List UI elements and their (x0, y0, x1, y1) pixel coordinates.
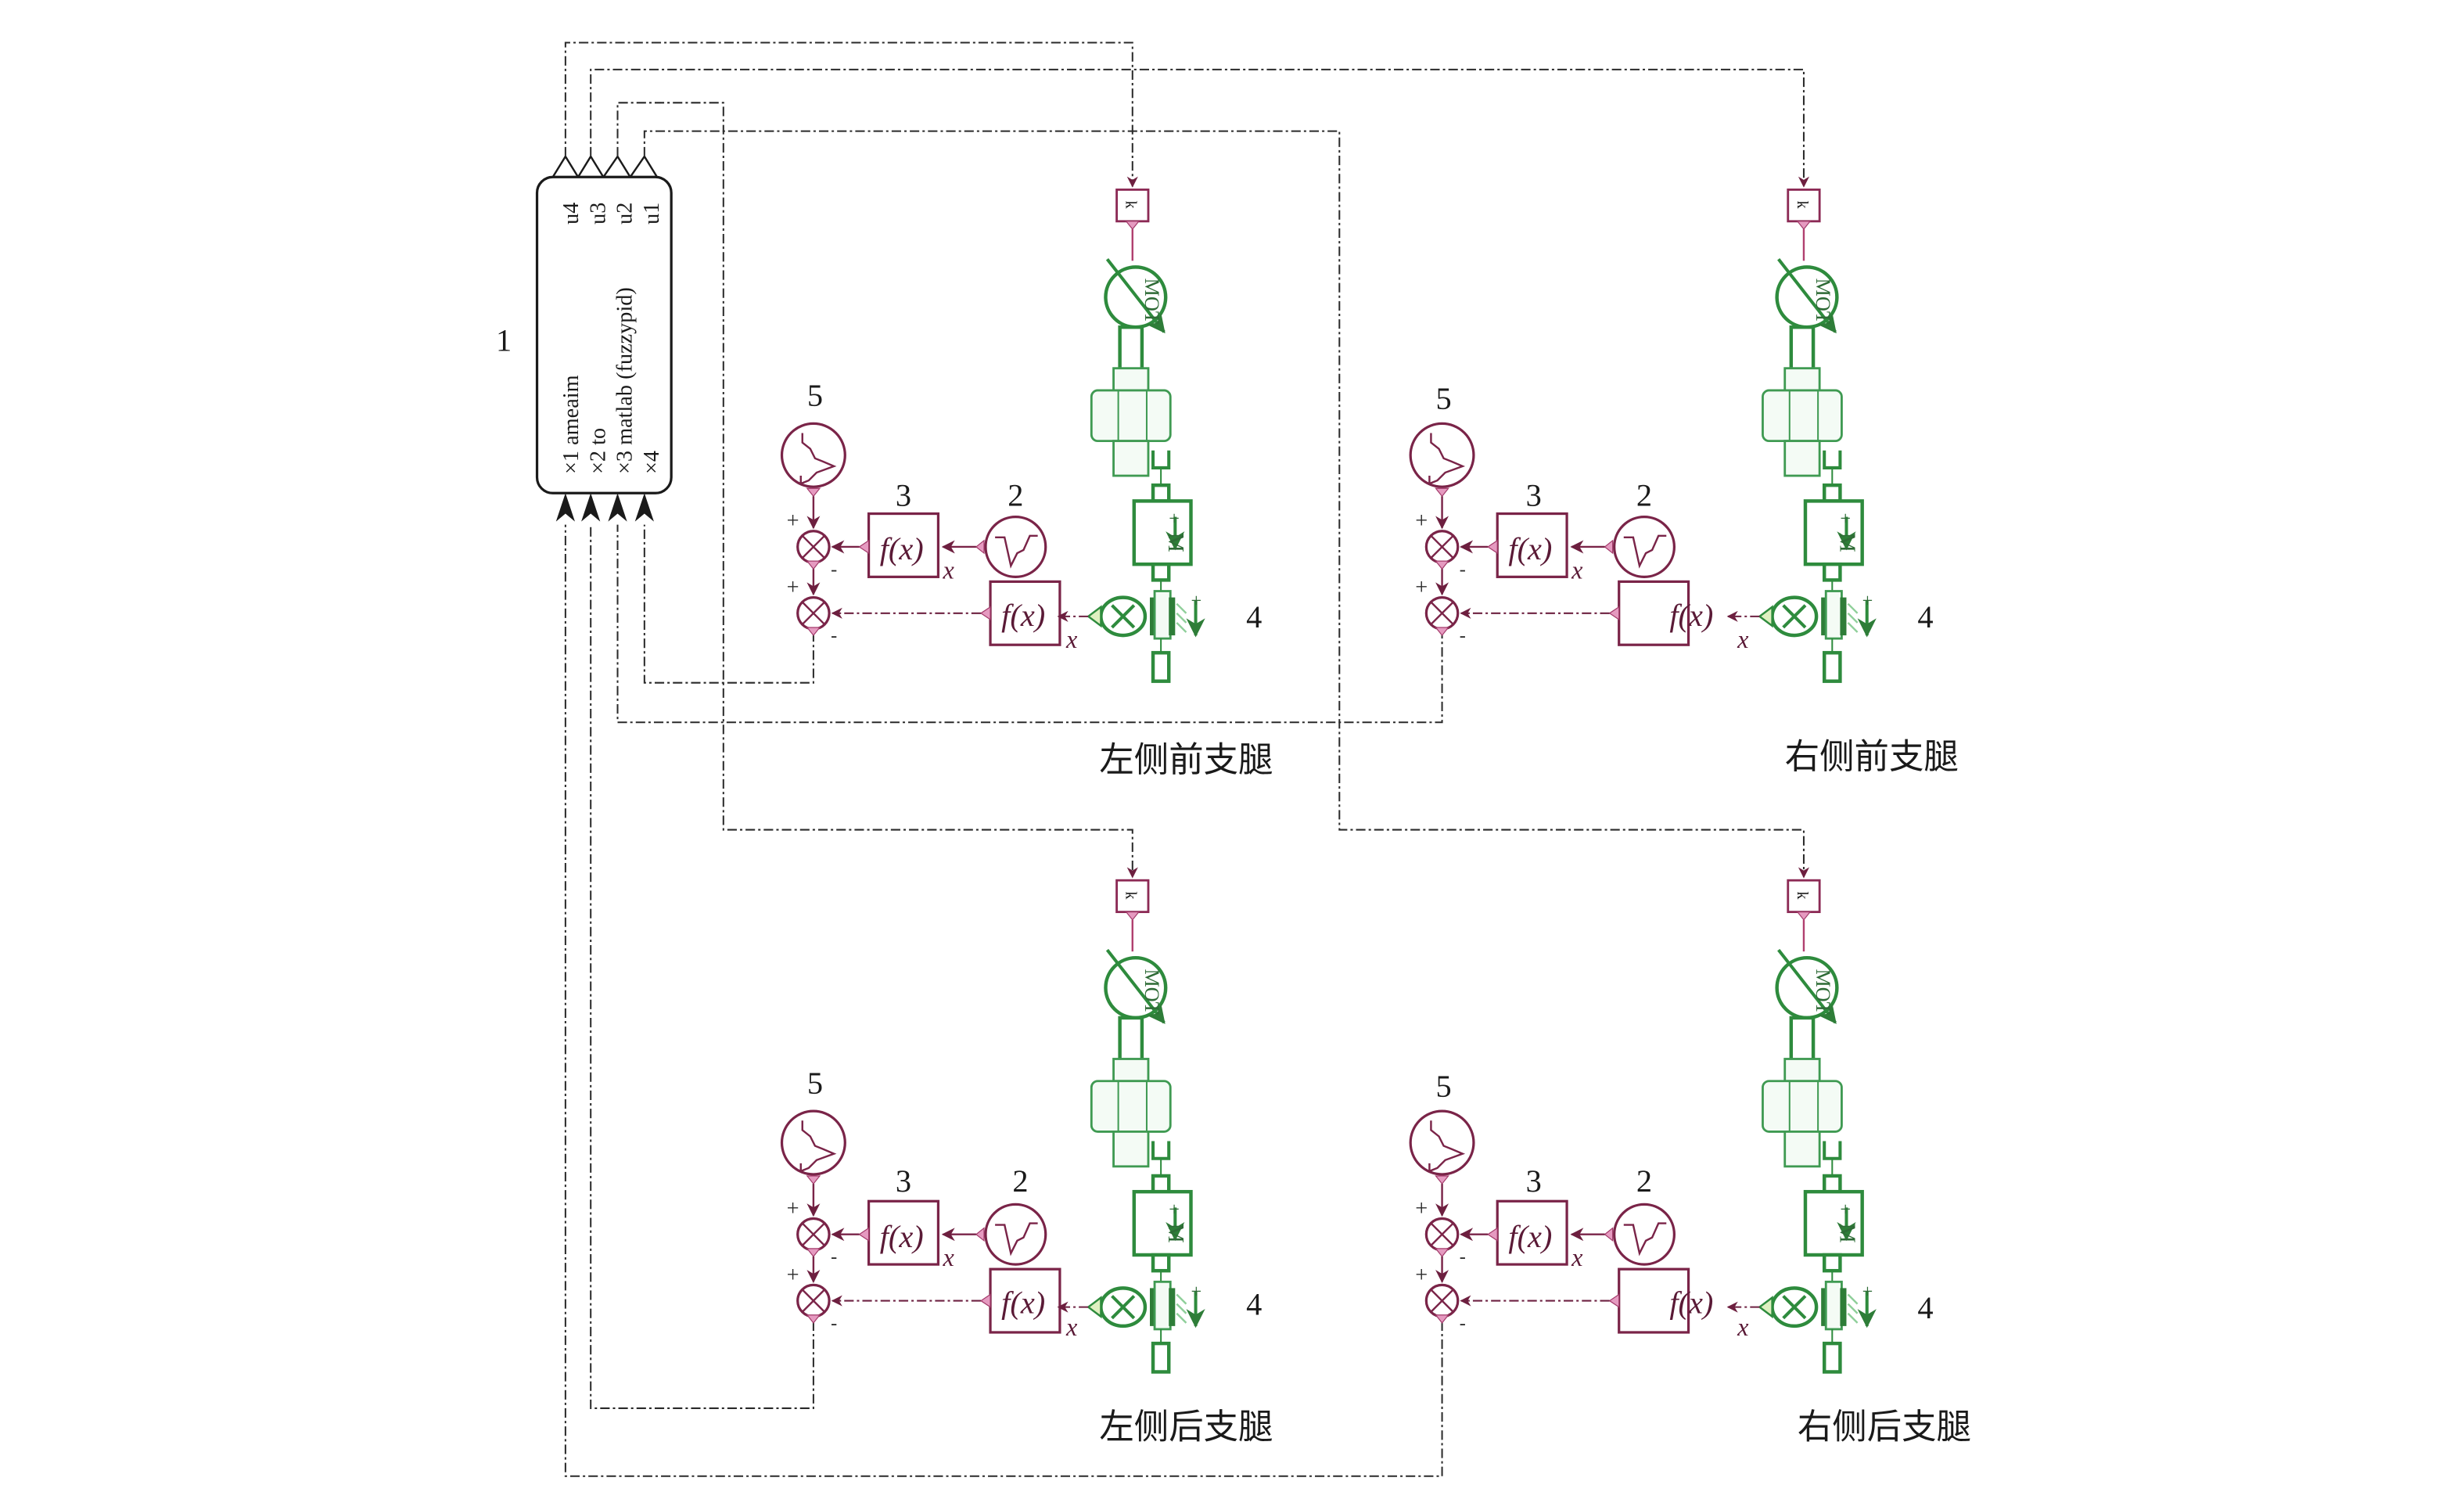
callout-reference-5: 5 (807, 1066, 823, 1101)
callout-sensor-4: 4 (1246, 1287, 1262, 1322)
controller-block: ×1 ameaim ×2 to ×3 matlab (fuzzypid) ×4 … (535, 154, 673, 522)
leg-title-right-front: 右侧前支腿 (1785, 737, 1959, 777)
minus-sign: - (1460, 1246, 1466, 1267)
function-input-label: x (1571, 1243, 1583, 1271)
mass-label: M (1163, 1224, 1187, 1243)
leg-title-right-rear: 右侧后支腿 (1798, 1407, 1971, 1447)
function-input-label: x (1065, 1313, 1078, 1341)
controller-line-2: ×2 to (586, 428, 610, 474)
leg-right-rear (1410, 880, 1867, 1372)
callout-function-3: 3 (1526, 477, 1542, 512)
leg-title-left-rear: 左侧后支腿 (1099, 1407, 1273, 1447)
labels-left-front: 5 3 2 4 f(x) f(x) x x + + - - k MOT M + … (787, 201, 1273, 780)
callout-sensor-4: 4 (1917, 599, 1933, 635)
plus-sign: + (787, 509, 799, 534)
output-port-u4: u4 (559, 203, 584, 225)
callout-controller: 1 (496, 322, 512, 358)
callout-reference-5: 5 (1435, 1069, 1451, 1104)
plus-sign: + (1415, 1263, 1428, 1287)
plus-sign: + (787, 1263, 799, 1287)
leg-title-left-front: 左侧前支腿 (1099, 740, 1273, 780)
leg-right-front (1410, 189, 1867, 681)
minus-sign: - (1460, 559, 1466, 580)
minus-sign: - (831, 625, 837, 646)
function-block-label: f(x) (1001, 1285, 1045, 1321)
minus-sign: - (831, 1313, 837, 1334)
callout-reference-5: 5 (1435, 381, 1451, 416)
callout-source-2: 2 (1636, 1163, 1652, 1199)
gain-label: k (1122, 201, 1140, 210)
function-block-label: f(x) (880, 531, 924, 566)
labels-left-rear: 5 3 2 4 f(x) f(x) x x + + - - k MOT M + … (787, 891, 1273, 1447)
controller-line-4: ×4 (640, 451, 664, 474)
plus-sign: + (787, 1196, 799, 1221)
output-port-u3: u3 (586, 203, 610, 225)
plus-sign: + (1840, 509, 1851, 530)
motor-label: MOT (1140, 969, 1163, 1014)
callout-source-2: 2 (1636, 477, 1652, 512)
plus-sign: + (1169, 509, 1180, 530)
plus-sign: + (1169, 1199, 1180, 1220)
leg-left-rear (782, 880, 1196, 1372)
callout-source-2: 2 (1012, 1163, 1028, 1199)
controller-line-3: ×3 matlab (fuzzypid) (613, 287, 638, 474)
minus-sign: - (831, 559, 837, 580)
function-input-label: x (942, 1243, 954, 1271)
output-port-u1: u1 (640, 203, 664, 225)
mass-label: M (1834, 1224, 1859, 1243)
mass-label: M (1834, 533, 1859, 552)
function-input-label: x (1065, 625, 1078, 653)
plus-sign: + (1415, 509, 1428, 534)
plus-sign: + (1862, 591, 1873, 612)
feedback-wires (564, 524, 1443, 1477)
function-block-label: f(x) (1669, 1285, 1713, 1321)
callout-function-3: 3 (896, 1163, 911, 1199)
callout-function-3: 3 (1526, 1163, 1542, 1199)
function-block-label: f(x) (880, 1219, 924, 1254)
plus-sign: + (1191, 1282, 1202, 1303)
function-block-label: f(x) (1508, 1219, 1552, 1254)
callout-sensor-4: 4 (1246, 599, 1262, 635)
plus-sign: + (1840, 1199, 1851, 1220)
function-block-label: f(x) (1508, 531, 1552, 566)
motor-label: MOT (1812, 969, 1834, 1014)
function-block-label: f(x) (1001, 598, 1045, 633)
plus-sign: + (1862, 1282, 1873, 1303)
plus-sign: + (1415, 1196, 1428, 1221)
leg-left-front (782, 189, 1196, 681)
callout-sensor-4: 4 (1917, 1290, 1933, 1325)
gain-label: k (1122, 891, 1140, 900)
callout-function-3: 3 (896, 477, 911, 512)
labels-right-front: 5 3 2 4 f(x) f(x) x x + + - - k MOT M + … (1415, 201, 1959, 777)
motor-label: MOT (1812, 279, 1834, 324)
mass-label: M (1163, 533, 1187, 552)
function-block-label: f(x) (1669, 598, 1713, 633)
minus-sign: - (831, 1246, 837, 1267)
minus-sign: - (1460, 625, 1466, 646)
labels-right-rear: 5 3 2 4 f(x) f(x) x x + + - - k MOT M + … (1415, 891, 1971, 1447)
function-input-label: x (1571, 555, 1583, 584)
function-input-label: x (1737, 1313, 1749, 1341)
motor-label: MOT (1140, 279, 1163, 324)
plus-sign: + (787, 576, 799, 600)
callout-reference-5: 5 (807, 378, 823, 413)
minus-sign: - (1460, 1313, 1466, 1334)
gain-label: k (1794, 891, 1811, 900)
controller-line-1: ×1 ameaim (559, 375, 584, 474)
function-input-label: x (942, 555, 954, 584)
callout-source-2: 2 (1008, 477, 1023, 512)
plus-sign: + (1415, 576, 1428, 600)
output-port-u2: u2 (613, 203, 638, 225)
output-wires (564, 41, 1810, 879)
function-input-label: x (1737, 625, 1749, 653)
plus-sign: + (1191, 591, 1202, 612)
gain-label: k (1794, 201, 1811, 210)
